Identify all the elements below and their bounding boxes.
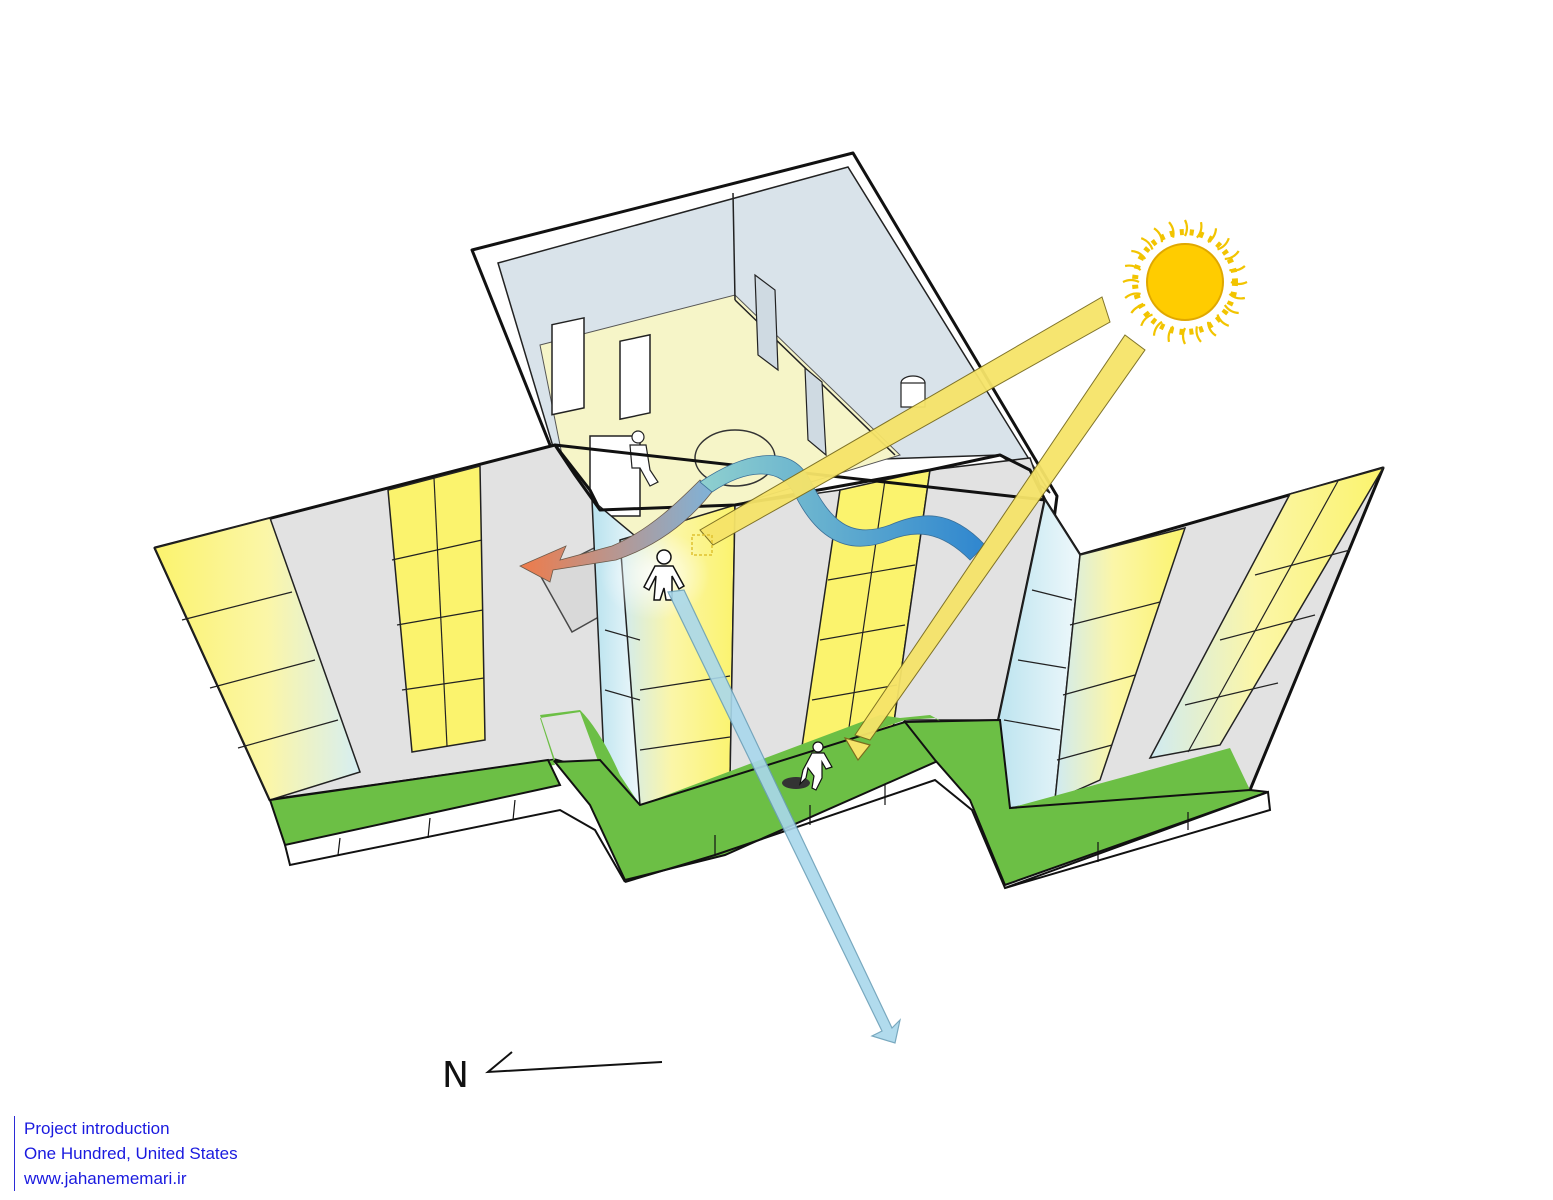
sun-ray bbox=[1196, 221, 1203, 239]
sun-ray bbox=[1217, 237, 1230, 251]
green-roof-left bbox=[268, 758, 562, 847]
sunlight-ray-upper bbox=[699, 296, 1111, 546]
sunlight-ray-lower bbox=[854, 334, 1146, 741]
cabinet-1 bbox=[551, 316, 585, 416]
standing-person-icon bbox=[643, 549, 686, 601]
green-roof-base bbox=[268, 710, 1272, 890]
sun-ray bbox=[1153, 227, 1164, 243]
left-yellow-panel-1 bbox=[153, 517, 361, 801]
caption-line-location: One Hundred, United States bbox=[24, 1144, 238, 1163]
north-label: N bbox=[442, 1055, 469, 1096]
sun-ray bbox=[1224, 250, 1240, 261]
sunlight-entry-marker bbox=[691, 534, 713, 556]
sun-ray bbox=[1124, 292, 1141, 299]
sun-ray bbox=[1223, 304, 1239, 315]
cabinet-2 bbox=[619, 333, 651, 421]
sun-ray bbox=[1152, 320, 1163, 336]
north-arrow-line bbox=[485, 1051, 663, 1074]
sun-ray bbox=[1229, 265, 1246, 272]
sun-ray bbox=[1168, 221, 1175, 238]
sun-ray bbox=[1140, 313, 1153, 327]
warm-air-arrow bbox=[519, 479, 713, 583]
sun-ray bbox=[1184, 219, 1189, 237]
caption-line-website[interactable]: www.jahanememari.ir bbox=[24, 1169, 187, 1188]
right-yellow-panel-1 bbox=[1054, 526, 1187, 802]
right-facade bbox=[988, 466, 1385, 810]
ground-person-icon bbox=[782, 741, 833, 791]
sun-ray bbox=[1181, 327, 1186, 345]
sun-ray bbox=[1122, 278, 1140, 283]
partition-wall bbox=[732, 192, 736, 301]
caption-block: Project introduction One Hundred, United… bbox=[14, 1116, 238, 1191]
sun-ray bbox=[1140, 237, 1154, 250]
view-ray-arrow bbox=[667, 589, 902, 1044]
sun-ray bbox=[1228, 293, 1246, 300]
caption-line-project: Project introduction bbox=[24, 1119, 170, 1138]
sun-icon bbox=[1122, 219, 1248, 345]
interior-door-2 bbox=[804, 366, 827, 457]
right-yellow-panel-2 bbox=[1148, 466, 1385, 760]
interior-door bbox=[754, 273, 779, 372]
base-edge-right bbox=[624, 778, 1272, 890]
sun-ray bbox=[1124, 264, 1142, 271]
north-arrow: N bbox=[442, 1051, 663, 1096]
sun-ray bbox=[1130, 303, 1146, 314]
sun-ray bbox=[1131, 249, 1147, 260]
sun-ray bbox=[1167, 325, 1174, 343]
base-edge-left bbox=[284, 808, 626, 883]
sunlight-ray-lower-arrowhead bbox=[843, 737, 872, 762]
sun-ray bbox=[1195, 326, 1202, 343]
sun-ray bbox=[1207, 228, 1218, 244]
left-facade bbox=[153, 443, 632, 802]
sun-ray bbox=[1206, 321, 1217, 337]
sun-ray bbox=[1216, 314, 1230, 327]
left-yellow-panel-2 bbox=[387, 465, 486, 753]
sun-ray bbox=[1230, 281, 1248, 286]
